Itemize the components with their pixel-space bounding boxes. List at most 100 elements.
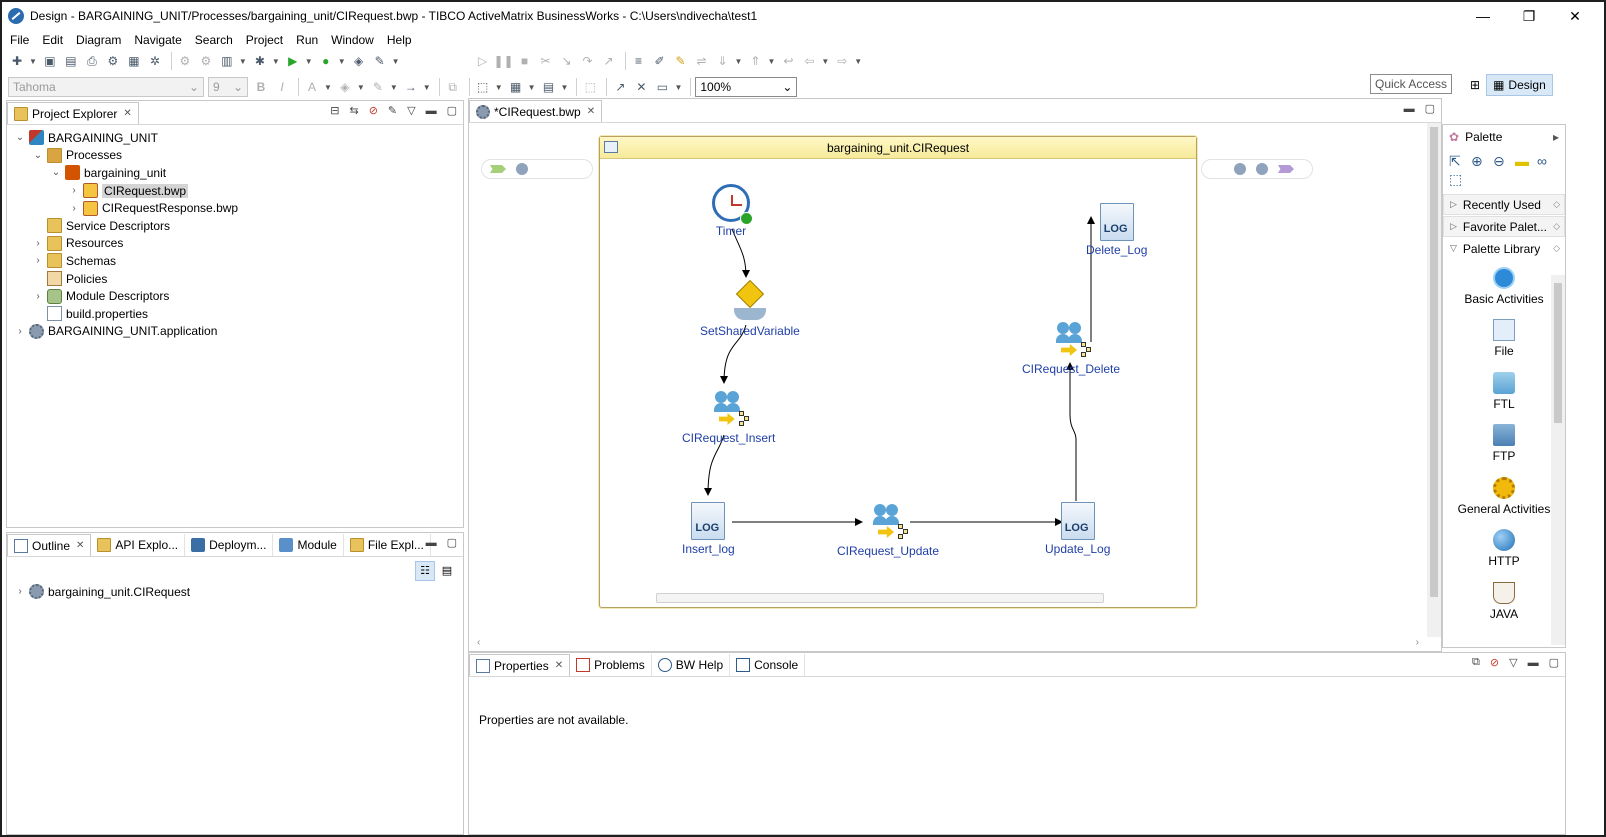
- step-return-icon[interactable]: ↗: [603, 54, 614, 68]
- chart-icon[interactable]: ▥: [221, 54, 233, 68]
- palette-item-ftl[interactable]: FTL: [1443, 365, 1565, 418]
- print-icon[interactable]: ⎙: [87, 53, 97, 68]
- fill-color-dropdown-icon[interactable]: ▼: [356, 82, 365, 92]
- new-dropdown-icon[interactable]: ▼: [29, 56, 37, 66]
- process-canvas[interactable]: bargaining_unit.CIRequest: [469, 123, 1427, 637]
- note-icon[interactable]: ▬: [1515, 153, 1529, 169]
- tab-deployment[interactable]: Deploym...: [185, 534, 274, 556]
- search-tool-dropdown-icon[interactable]: ▼: [391, 56, 400, 66]
- maximize-view-icon[interactable]: ▢: [1424, 103, 1435, 115]
- tree-item-processes[interactable]: ⌄ Processes: [13, 147, 238, 165]
- minimize-view-icon[interactable]: ▬: [1403, 102, 1415, 115]
- tab-file-explorer[interactable]: File Expl...: [344, 534, 431, 556]
- menu-run[interactable]: Run: [296, 33, 319, 47]
- align-icon[interactable]: ▤: [542, 80, 555, 94]
- close-icon[interactable]: ✕: [123, 108, 132, 119]
- zoom-combo[interactable]: 100%⌄: [695, 77, 798, 97]
- palette-item-file[interactable]: File: [1443, 313, 1565, 366]
- prev-annotation-dropdown-icon[interactable]: ▼: [767, 56, 776, 66]
- view-menu-icon[interactable]: ▽: [407, 105, 416, 117]
- save-all-icon[interactable]: ▤: [65, 54, 77, 68]
- search-tool-icon[interactable]: ✎: [374, 54, 385, 68]
- bold-icon[interactable]: B: [256, 80, 266, 94]
- scroll-thumb[interactable]: [1430, 127, 1438, 597]
- tree-item-bargaining-unit-package[interactable]: ⌄ bargaining_unit: [13, 164, 238, 182]
- line-style-dropdown-icon[interactable]: ▼: [422, 82, 431, 92]
- activity-update-log[interactable]: LOG Update_Log: [1045, 502, 1110, 556]
- format-icon[interactable]: ≡: [635, 54, 643, 68]
- line-color-dropdown-icon[interactable]: ▼: [389, 82, 398, 92]
- font-color-dropdown-icon[interactable]: ▼: [324, 82, 332, 92]
- layout-dropdown-icon[interactable]: ▼: [674, 82, 683, 92]
- tree-item-module-descriptors[interactable]: › Module Descriptors: [13, 287, 238, 305]
- run-dropdown-icon[interactable]: ▼: [304, 56, 313, 66]
- canvas-vertical-scrollbar[interactable]: [1427, 123, 1441, 637]
- activity-cirequest-insert[interactable]: CIRequest_Insert: [682, 389, 775, 445]
- chevron-right-icon[interactable]: ›: [18, 325, 22, 337]
- tree-item-cirequest-bwp[interactable]: › CIRequest.bwp: [13, 182, 238, 200]
- palette-item-http[interactable]: HTTP: [1443, 523, 1565, 576]
- debug-icon[interactable]: ✱: [254, 54, 265, 68]
- info-icon[interactable]: [1256, 163, 1268, 175]
- activity-timer[interactable]: Timer: [712, 184, 753, 238]
- fill-color-icon[interactable]: ◈: [340, 80, 350, 94]
- chevron-down-icon[interactable]: ⌄: [15, 132, 25, 144]
- close-button[interactable]: ✕: [1569, 8, 1581, 24]
- marquee-tool-icon[interactable]: ⬚: [1449, 171, 1463, 187]
- font-name-combo[interactable]: Tahoma⌄: [8, 77, 204, 97]
- reference-chip-right[interactable]: [1201, 159, 1313, 179]
- tree-view-icon[interactable]: ☷: [415, 561, 435, 581]
- activity-insert-log[interactable]: LOG Insert_log: [682, 502, 735, 556]
- debug-config-icon[interactable]: ✲: [149, 54, 160, 68]
- layout-icon[interactable]: ▭: [656, 80, 669, 94]
- suspend-icon[interactable]: ❚❚: [493, 54, 514, 68]
- process-title-bar[interactable]: bargaining_unit.CIRequest: [600, 137, 1196, 159]
- select-all-icon[interactable]: ⬚: [477, 80, 489, 94]
- open-perspective-icon[interactable]: ⊞: [1470, 78, 1481, 92]
- chevron-right-icon[interactable]: ›: [72, 202, 76, 214]
- zoom-out-icon[interactable]: ⊖: [1493, 153, 1505, 169]
- font-color-icon[interactable]: A: [307, 80, 316, 94]
- menu-search[interactable]: Search: [194, 33, 233, 47]
- tab-properties[interactable]: Properties ✕: [469, 654, 571, 676]
- chevron-right-icon[interactable]: ›: [72, 185, 76, 197]
- tree-item-resources[interactable]: › Resources: [13, 235, 238, 253]
- minimize-view-icon[interactable]: ▬: [425, 536, 437, 549]
- italic-icon[interactable]: I: [280, 80, 284, 94]
- minimize-view-icon[interactable]: ▬: [1527, 656, 1539, 669]
- tree-item-policies[interactable]: Policies: [13, 270, 238, 288]
- back-icon[interactable]: ⇦: [804, 54, 815, 68]
- maximize-view-icon[interactable]: ▢: [1548, 657, 1559, 669]
- filter-icon[interactable]: ⊘: [1489, 657, 1500, 669]
- tree-item-service-descriptors[interactable]: Service Descriptors: [13, 217, 238, 235]
- activity-cirequest-delete[interactable]: CIRequest_Delete: [1022, 320, 1120, 376]
- tree-item-schemas[interactable]: › Schemas: [13, 252, 238, 270]
- chevron-down-icon[interactable]: ⌄: [51, 167, 61, 179]
- tab-api-explorer[interactable]: API Explo...: [91, 534, 186, 556]
- scroll-right-icon[interactable]: ›: [1415, 637, 1419, 648]
- pin-icon[interactable]: ◇: [1553, 243, 1560, 253]
- connector-icon[interactable]: ↗: [615, 80, 626, 94]
- menu-diagram[interactable]: Diagram: [76, 33, 122, 47]
- chevron-right-icon[interactable]: ›: [36, 290, 40, 302]
- chart-dropdown-icon[interactable]: ▼: [238, 56, 247, 66]
- autosize-icon[interactable]: ⬚: [584, 80, 597, 94]
- save-icon[interactable]: ▣: [44, 54, 56, 68]
- pencil-icon[interactable]: ✎: [675, 54, 686, 68]
- external-tools-dropdown-icon[interactable]: ▼: [337, 56, 346, 66]
- link-tool-icon[interactable]: ∞: [1537, 153, 1547, 169]
- drawer-favorite-palettes[interactable]: ▷ Favorite Palet... ◇: [1443, 216, 1565, 237]
- palette-item-basic-activities[interactable]: Basic Activities: [1443, 260, 1565, 313]
- copy-appearance-icon[interactable]: ⧉: [448, 79, 457, 94]
- close-icon[interactable]: ✕: [76, 540, 85, 551]
- menu-help[interactable]: Help: [386, 33, 412, 47]
- overview-icon[interactable]: ▤: [441, 565, 453, 577]
- arrange-icon[interactable]: ▦: [509, 80, 522, 94]
- align-dropdown-icon[interactable]: ▼: [560, 82, 569, 92]
- forward-dropdown-icon[interactable]: ▼: [854, 56, 863, 66]
- pin-icon[interactable]: ◇: [1553, 221, 1560, 231]
- palette-header[interactable]: ✿ Palette ▸: [1443, 125, 1565, 149]
- palette-collapse-icon[interactable]: ▸: [1552, 130, 1559, 144]
- open-type-icon[interactable]: ◈: [353, 54, 364, 68]
- last-edit-icon[interactable]: ↩: [783, 54, 794, 68]
